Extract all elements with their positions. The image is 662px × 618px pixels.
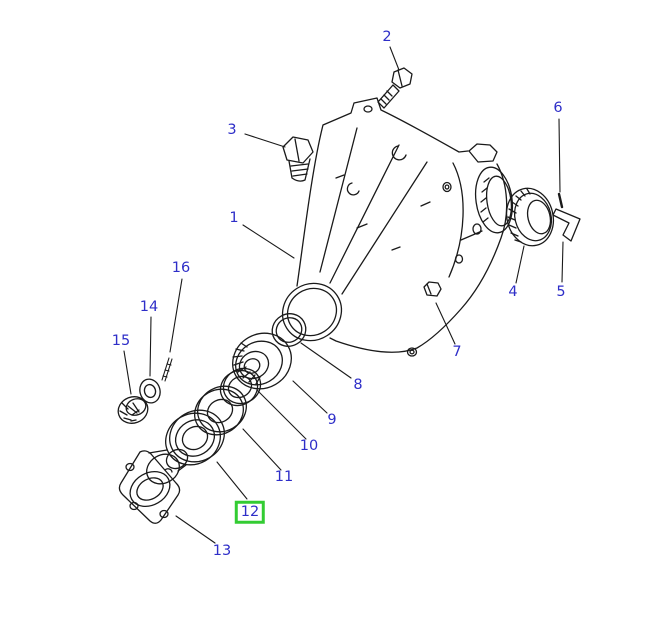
castle-nut-drawing bbox=[114, 393, 151, 428]
callout-4[interactable]: 4 bbox=[508, 283, 518, 300]
roll-pin-drawing bbox=[559, 194, 562, 207]
callout-10[interactable]: 10 bbox=[299, 437, 319, 454]
callout-8[interactable]: 8 bbox=[353, 376, 363, 393]
spacer-ring-drawing bbox=[214, 362, 267, 412]
callout-7[interactable]: 7 bbox=[452, 343, 462, 360]
callout-16[interactable]: 16 bbox=[171, 259, 191, 276]
callout-13[interactable]: 13 bbox=[212, 542, 232, 559]
callout-11[interactable]: 11 bbox=[274, 468, 294, 485]
callout-2[interactable]: 2 bbox=[382, 28, 392, 45]
split-pin-drawing bbox=[162, 358, 172, 381]
callout-3[interactable]: 3 bbox=[227, 121, 237, 138]
oil-seal-drawing bbox=[156, 400, 233, 474]
leader-lines bbox=[124, 47, 563, 543]
callout-5[interactable]: 5 bbox=[556, 283, 566, 300]
small-washer-drawing bbox=[137, 377, 163, 405]
housing-drawing bbox=[272, 98, 517, 356]
top-bolt-drawing bbox=[378, 68, 412, 108]
callout-14[interactable]: 14 bbox=[139, 298, 159, 315]
housing-nut-drawing bbox=[424, 282, 441, 296]
callout-6[interactable]: 6 bbox=[553, 99, 563, 116]
flange-nut-drawing bbox=[501, 183, 560, 250]
drive-flange-drawing bbox=[119, 446, 191, 524]
lock-tab-drawing bbox=[553, 209, 580, 241]
callout-12-highlighted[interactable]: 12 bbox=[234, 500, 266, 524]
washer-drawing bbox=[186, 377, 254, 443]
callout-9[interactable]: 9 bbox=[327, 411, 337, 428]
callout-1[interactable]: 1 bbox=[229, 209, 239, 226]
callout-15[interactable]: 15 bbox=[111, 332, 131, 349]
filler-plug-drawing bbox=[283, 137, 313, 181]
